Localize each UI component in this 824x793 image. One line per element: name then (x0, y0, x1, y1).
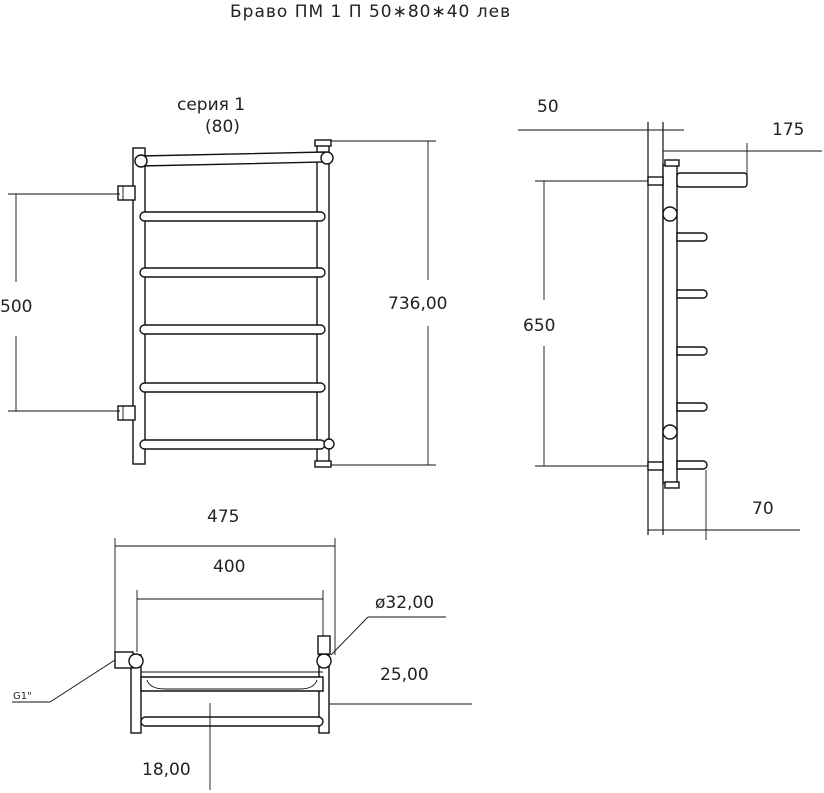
shelf-curve (146, 679, 318, 690)
rung-2 (139, 267, 326, 278)
dim-axis-width: 400 (213, 557, 245, 577)
dim-overall-width: 475 (207, 507, 239, 527)
side-joint-top (662, 206, 678, 222)
side-rung-3 (676, 346, 708, 356)
rung-3 (139, 324, 326, 335)
bottom-cap (314, 460, 332, 468)
top-cap (314, 139, 332, 147)
series-label: серия 1 (177, 95, 245, 115)
top-joint-left (128, 653, 144, 669)
dim-side-height: 650 (523, 316, 555, 336)
side-mount-bottom (647, 461, 664, 471)
rung-1 (139, 211, 326, 222)
side-top-bracket (676, 172, 748, 188)
series-code: (80) (205, 117, 240, 137)
drawing-title: Браво ПМ 1 П 50∗80∗40 лев (230, 2, 511, 22)
side-joint-bottom (662, 424, 678, 440)
dim-total-height: 736,00 (388, 294, 447, 314)
rung-4 (139, 382, 326, 393)
top-joint-right (316, 653, 332, 669)
top-rail (139, 151, 326, 167)
inlet-nipple-top (117, 185, 136, 201)
shelf-frame (140, 676, 324, 692)
thread-label: G1" (13, 691, 32, 702)
dim-connection-distance: 500 (0, 297, 32, 317)
side-rung-1 (676, 232, 708, 242)
side-bottom-cap (664, 481, 680, 489)
top-rail-joint-right (320, 151, 334, 165)
dim-offset: 70 (752, 499, 774, 519)
dim-bar: 18,00 (142, 760, 191, 780)
dim-depth: 175 (772, 120, 804, 140)
dim-wall-gap: 50 (537, 97, 559, 117)
top-rail-joint-left (134, 154, 148, 168)
right-upright (316, 142, 330, 466)
dim-pipe-diameter: ø32,00 (375, 593, 434, 613)
side-rung-2 (676, 289, 708, 299)
side-view: 50 175 650 70 (518, 97, 822, 540)
bottom-joint-right (323, 438, 335, 450)
inlet-nipple-bottom (117, 405, 136, 421)
side-rung-5 (676, 460, 708, 470)
side-mount-top (647, 176, 664, 186)
front-view: серия 1 (80) 500 (0, 95, 447, 468)
top-view: 475 400 25,00 18,00 ø32,00 G1" (12, 507, 472, 790)
top-cap-plug (317, 635, 331, 655)
rung-5 (139, 439, 326, 450)
side-rung-4 (676, 402, 708, 412)
side-top-cap (664, 159, 680, 167)
dim-shelf: 25,00 (380, 665, 429, 685)
lower-bar (140, 716, 324, 727)
